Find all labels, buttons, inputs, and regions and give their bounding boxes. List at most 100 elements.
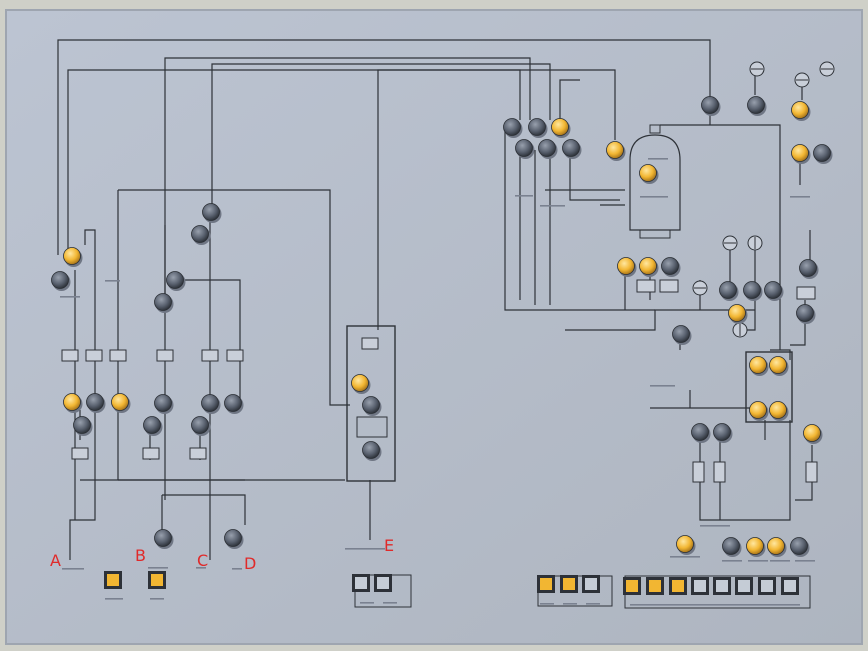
indicator-lamp-on[interactable] [639,257,659,278]
printed-label-mark [700,525,730,527]
gauge-icon [732,322,748,338]
indicator-lamp-on[interactable] [803,424,823,445]
indicator-lamp-on[interactable] [749,356,769,377]
square-button[interactable] [735,577,753,595]
indicator-lamp-on[interactable] [351,374,371,395]
indicator-lamp-on[interactable] [746,537,766,558]
push-button[interactable] [191,416,211,437]
square-button-lit[interactable] [104,571,122,589]
square-button[interactable] [781,577,799,595]
square-button[interactable] [691,577,709,595]
indicator-lamp-on[interactable] [791,144,811,165]
center-subframe [356,416,388,438]
indicator-lamp-on[interactable] [728,304,748,325]
valve-box [61,349,79,362]
annotation-letter-e: E [384,536,395,555]
push-button[interactable] [202,203,222,224]
indicator-lamp-on[interactable] [791,101,811,122]
square-button[interactable] [352,574,370,592]
center-assembly-frame [346,325,396,482]
push-button[interactable] [224,529,244,550]
valve-box [361,337,379,350]
indicator-lamp-on[interactable] [676,535,696,556]
square-button[interactable] [758,577,776,595]
gauge-icon [747,235,763,251]
gauge-icon [722,235,738,251]
indicator-lamp-on[interactable] [617,257,637,278]
push-button[interactable] [538,139,558,160]
push-button[interactable] [799,259,819,280]
printed-label-mark [105,280,120,282]
push-button[interactable] [154,394,174,415]
indicator-lamp-on[interactable] [111,393,131,414]
printed-label-mark [148,567,168,569]
indicator-lamp-on[interactable] [767,537,787,558]
push-button[interactable] [166,271,186,292]
square-button[interactable] [582,575,600,593]
indicator-lamp-on[interactable] [606,141,626,162]
push-button[interactable] [73,416,93,437]
printed-label-mark [515,195,533,197]
indicator-lamp-on[interactable] [769,356,789,377]
push-button[interactable] [743,281,763,302]
push-button[interactable] [764,281,784,302]
square-button-lit[interactable] [537,575,555,593]
push-button[interactable] [528,118,548,139]
valve-box [71,447,89,460]
push-button[interactable] [661,257,681,278]
printed-label-mark [790,196,810,198]
push-button[interactable] [362,396,382,417]
annotation-letter-a: A [50,551,61,570]
push-button[interactable] [796,304,816,325]
push-button[interactable] [691,423,711,444]
printed-label-mark [586,603,600,605]
printed-label-mark [770,560,790,562]
square-button-lit[interactable] [148,571,166,589]
panel-face [6,10,862,644]
indicator-lamp-on[interactable] [63,247,83,268]
push-button[interactable] [562,139,582,160]
printed-label-mark [795,560,815,562]
indicator-lamp-on[interactable] [769,401,789,422]
indicator-lamp-on[interactable] [63,393,83,414]
printed-label-mark [650,385,675,387]
square-button-lit[interactable] [560,575,578,593]
square-button[interactable] [374,574,392,592]
push-button[interactable] [515,139,535,160]
push-button[interactable] [719,281,739,302]
push-button[interactable] [154,293,174,314]
square-button-lit[interactable] [623,577,641,595]
push-button[interactable] [701,96,721,117]
valve-box [156,349,174,362]
push-button[interactable] [201,394,221,415]
push-button[interactable] [86,393,106,414]
push-button[interactable] [722,537,742,558]
printed-label-mark [345,548,385,550]
push-button[interactable] [154,529,174,550]
square-button-lit[interactable] [646,577,664,595]
gauge-icon [749,61,765,77]
printed-label-mark [62,568,84,570]
push-button[interactable] [672,325,692,346]
valve-box [692,461,705,483]
gauge-icon [794,72,810,88]
push-button[interactable] [813,144,833,165]
push-button[interactable] [143,416,163,437]
push-button[interactable] [51,271,71,292]
push-button[interactable] [713,423,733,444]
indicator-lamp-on[interactable] [749,401,769,422]
push-button[interactable] [224,394,244,415]
push-button[interactable] [191,225,211,246]
indicator-lamp-on[interactable] [551,118,571,139]
push-button[interactable] [790,537,810,558]
valve-box [636,279,656,293]
indicator-lamp-on[interactable] [639,164,659,185]
square-button-lit[interactable] [669,577,687,595]
square-button[interactable] [713,577,731,595]
push-button[interactable] [503,118,523,139]
push-button[interactable] [362,441,382,462]
printed-label-mark [648,158,668,160]
push-button[interactable] [747,96,767,117]
